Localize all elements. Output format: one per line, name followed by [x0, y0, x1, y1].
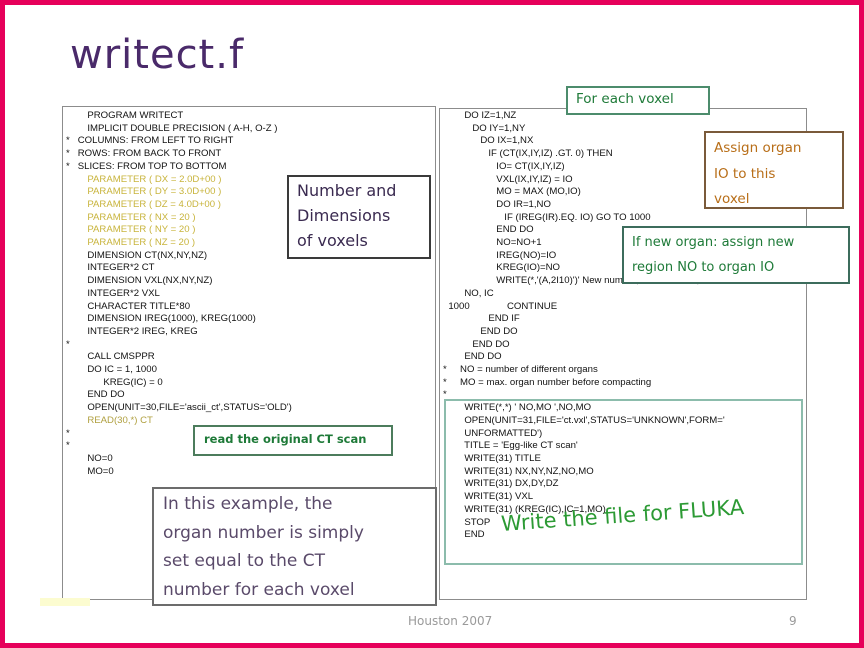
callout-line: region NO to organ IO	[632, 260, 775, 275]
code-line: TITLE = 'Egg-like CT scan'	[443, 440, 578, 452]
code-line: PROGRAM WRITECT	[66, 110, 184, 121]
callout-each-voxel: For each voxel	[566, 86, 710, 115]
code-line: * NO = number of different organs	[443, 364, 598, 376]
code-line: MO=0	[66, 465, 114, 477]
code-line: END IF	[443, 313, 520, 325]
code-line: CALL CMSPPR	[66, 351, 155, 363]
code-line: * COLUMNS: FROM LEFT TO RIGHT	[66, 135, 234, 147]
callout-line: For each voxel	[576, 91, 674, 107]
slide-title: writect.f	[70, 32, 245, 78]
code-line: KREG(IC) = 0	[66, 376, 163, 388]
code-line: IF (IREG(IR).EQ. IO) GO TO 1000	[443, 211, 651, 223]
code-line: INTEGER*2 IREG, KREG	[66, 325, 198, 337]
code-line: END DO	[443, 351, 502, 363]
callout-line: of voxels	[297, 231, 368, 250]
code-line: WRITE(31) DX,DY,DZ	[443, 478, 559, 490]
code-line: END	[443, 529, 485, 541]
callout-read-ct: read the original CT scan	[193, 425, 393, 456]
code-line: *	[443, 389, 447, 401]
code-line: PARAMETER ( DY = 3.0D+00 )	[66, 186, 222, 198]
code-line: VXL(IX,IY,IZ) = IO	[443, 173, 573, 185]
code-line: WRITE(31) TITLE	[443, 452, 541, 464]
code-line: PARAMETER ( NZ = 20 )	[66, 237, 196, 249]
callout-number-dimensions: Number and Dimensions of voxels	[287, 175, 431, 259]
callout-line: set equal to the CT	[163, 551, 325, 571]
code-line: WRITE(31) VXL	[443, 491, 534, 503]
code-line: * MO = max. organ number before compacti…	[443, 376, 652, 388]
code-line: DO IC = 1, 1000	[66, 364, 157, 376]
callout-line: read the original CT scan	[204, 432, 367, 446]
right-code-listing: DO IZ=1,NZ DO IY=1,NY DO IX=1,NX IF (CT(…	[443, 110, 725, 542]
code-line: PARAMETER ( DX = 2.0D+00 )	[66, 173, 222, 185]
code-line: OPEN(UNIT=31,FILE='ct.vxl',STATUS='UNKNO…	[443, 414, 725, 426]
code-line: DO IY=1,NY	[443, 122, 526, 134]
callout-line: voxel	[714, 191, 750, 207]
code-line: END DO	[66, 389, 125, 401]
code-line: *	[66, 440, 70, 452]
code-line: IF (CT(IX,IY,IZ) .GT. 0) THEN	[443, 148, 613, 160]
code-line: PARAMETER ( DZ = 4.0D+00 )	[66, 198, 221, 210]
code-line: STOP	[443, 516, 491, 528]
callout-line: organ number is simply	[163, 522, 364, 543]
code-line: DO IZ=1,NZ	[443, 110, 517, 121]
code-line: OPEN(UNIT=30,FILE='ascii_ct',STATUS='OLD…	[66, 402, 292, 414]
code-line: READ(30,*) CT	[66, 414, 153, 426]
code-line: END DO	[443, 224, 534, 236]
code-line: IMPLICIT DOUBLE PRECISION ( A-H, O-Z )	[66, 122, 278, 134]
code-line: *	[66, 427, 70, 439]
code-line: NO=0	[66, 452, 113, 464]
code-line: *	[66, 338, 70, 350]
code-line: PARAMETER ( NY = 20 )	[66, 224, 196, 236]
code-line: * ROWS: FROM BACK TO FRONT	[66, 148, 222, 160]
code-line: INTEGER*2 CT	[66, 262, 155, 274]
callout-example: In this example, the organ number is sim…	[152, 487, 437, 606]
page-number: 9	[789, 614, 797, 628]
code-line: DIMENSION IREG(1000), KREG(1000)	[66, 313, 256, 325]
code-line: DO IX=1,NX	[443, 135, 534, 147]
callout-new-organ: If new organ: assign new region NO to or…	[622, 226, 850, 284]
code-line: CHARACTER TITLE*80	[66, 300, 191, 312]
callout-line: In this example, the	[163, 494, 333, 514]
code-line: NO=NO+1	[443, 237, 542, 249]
code-line: UNFORMATTED')	[443, 427, 543, 439]
code-line: END DO	[443, 338, 510, 350]
callout-assign-organ: Assign organ IO to this voxel	[704, 131, 844, 209]
left-code-listing: PROGRAM WRITECT IMPLICIT DOUBLE PRECISIO…	[66, 110, 292, 478]
code-line: PARAMETER ( NX = 20 )	[66, 211, 196, 223]
callout-write-fluka-box	[444, 399, 803, 565]
callout-line: Number and	[297, 181, 397, 200]
code-line: * SLICES: FROM TOP TO BOTTOM	[66, 160, 227, 172]
code-line: NO, IC	[443, 287, 494, 299]
code-line: IO= CT(IX,IY,IZ)	[443, 160, 565, 172]
callout-line: number for each voxel	[163, 579, 355, 600]
code-line: WRITE(31) NX,NY,NZ,NO,MO	[443, 465, 594, 477]
code-line: DO IR=1,NO	[443, 198, 551, 210]
code-line: MO = MAX (MO,IO)	[443, 186, 581, 198]
callout-line: Assign organ	[714, 140, 802, 156]
callout-line: IO to this	[714, 165, 776, 182]
code-line: END DO	[443, 325, 518, 337]
code-line: 1000 CONTINUE	[443, 300, 558, 312]
code-line: IREG(NO)=IO	[443, 249, 557, 261]
callout-line: If new organ: assign new	[632, 235, 795, 250]
code-line: DIMENSION CT(NX,NY,NZ)	[66, 249, 208, 261]
code-line: WRITE(*,*) ' NO,MO ',NO,MO	[443, 402, 592, 414]
decorative-smudge	[40, 598, 90, 606]
callout-line: Dimensions	[297, 206, 391, 225]
code-line: WRITE(31) (KREG(IC),IC=1,MO)	[443, 503, 606, 515]
footer-location: Houston 2007	[408, 614, 493, 628]
code-line: DIMENSION VXL(NX,NY,NZ)	[66, 275, 213, 287]
code-line: INTEGER*2 VXL	[66, 287, 160, 299]
code-line: KREG(IO)=NO	[443, 262, 561, 274]
